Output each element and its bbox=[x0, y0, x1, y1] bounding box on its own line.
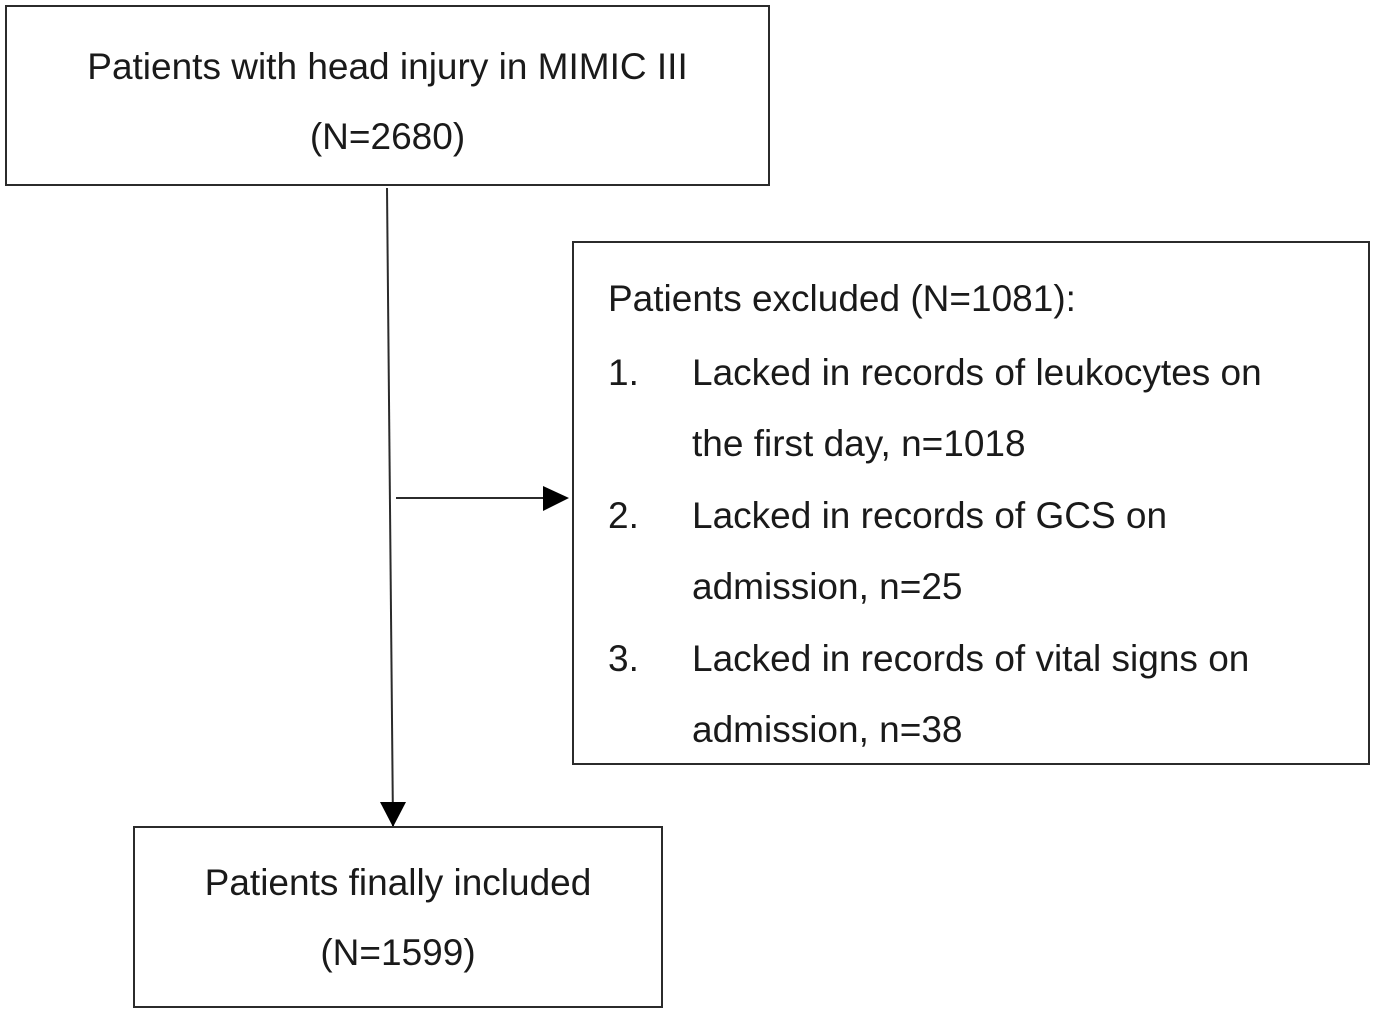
main-flow-arrow bbox=[386, 187, 394, 827]
total-patients-box: Patients with head injury in MIMIC III (… bbox=[5, 5, 770, 186]
excluded-patients-box: Patients excluded (N=1081): 1. Lacked in … bbox=[572, 241, 1370, 765]
exclusion-item: 2. Lacked in records of GCS on admission, … bbox=[608, 480, 1167, 622]
included-patients-label: Patients finally included bbox=[204, 862, 592, 903]
excluded-patients-title: Patients excluded (N=1081): bbox=[608, 278, 1076, 319]
included-patients-count: (N=1599) bbox=[320, 932, 476, 973]
exclusion-item-line: Lacked in records of vital signs on bbox=[692, 638, 1250, 679]
exclusion-item-line: Lacked in records of GCS on bbox=[692, 495, 1168, 536]
exclusion-item: 3. Lacked in records of vital signs on adm… bbox=[608, 623, 1249, 765]
exclusion-item-text: Lacked in records of vital signs on admis… bbox=[692, 623, 1249, 765]
exclusion-item-number: 1. bbox=[608, 352, 639, 393]
exclusion-item-line: admission, n=25 bbox=[692, 566, 963, 607]
exclusion-item-line: the first day, n=1018 bbox=[692, 423, 1026, 464]
exclusion-item-line: admission, n=38 bbox=[692, 709, 963, 750]
exclusion-item-number: 2. bbox=[608, 495, 639, 536]
exclusion-item-line: Lacked in records of leukocytes on bbox=[692, 352, 1262, 393]
exclusion-item: 1. Lacked in records of leukocytes on the … bbox=[608, 337, 1262, 479]
included-patients-box: Patients finally included (N=1599) bbox=[133, 826, 663, 1008]
exclusion-item-text: Lacked in records of leukocytes on the fi… bbox=[692, 337, 1262, 479]
exclusion-item-text: Lacked in records of GCS on admission, n=… bbox=[692, 480, 1167, 622]
exclusion-item-number: 3. bbox=[608, 638, 639, 679]
exclusion-arrowhead bbox=[543, 486, 569, 511]
total-patients-label: Patients with head injury in MIMIC III bbox=[87, 46, 688, 87]
total-patients-count: (N=2680) bbox=[309, 116, 466, 157]
main-flow-arrowhead bbox=[380, 802, 406, 827]
